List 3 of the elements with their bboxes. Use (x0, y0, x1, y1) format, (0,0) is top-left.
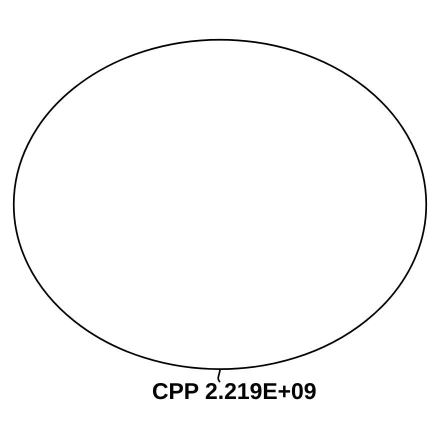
connector (217, 368, 221, 382)
node-ellipse (12, 38, 428, 370)
node-text: CPP 2.219E+09 (152, 377, 316, 404)
